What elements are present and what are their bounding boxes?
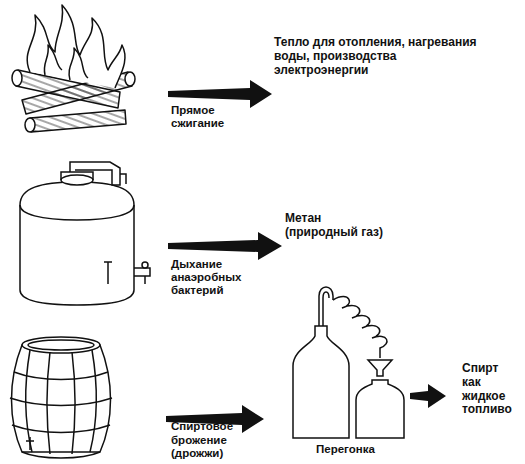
fire-picture xyxy=(12,5,135,132)
arrow xyxy=(410,384,446,408)
product-label: Метан (природный газ) xyxy=(285,212,395,240)
process-label: Дыхание анаэробных бактерий xyxy=(171,258,251,298)
distillation-apparatus xyxy=(293,287,404,438)
arrow xyxy=(168,80,272,108)
product-label: Тепло для отопления, нагревания воды, пр… xyxy=(274,36,489,77)
step-label: Перегонка xyxy=(316,443,396,456)
barrel xyxy=(10,337,112,458)
process-label: Прямое сжигание xyxy=(171,104,249,130)
biogas-tank xyxy=(20,162,150,305)
arrow xyxy=(168,232,282,260)
process-label: Спиртовое брожение (дрожжи) xyxy=(171,420,249,460)
process-arrows xyxy=(166,80,446,433)
product-label: Спирт как жидкое топливо xyxy=(462,362,520,417)
